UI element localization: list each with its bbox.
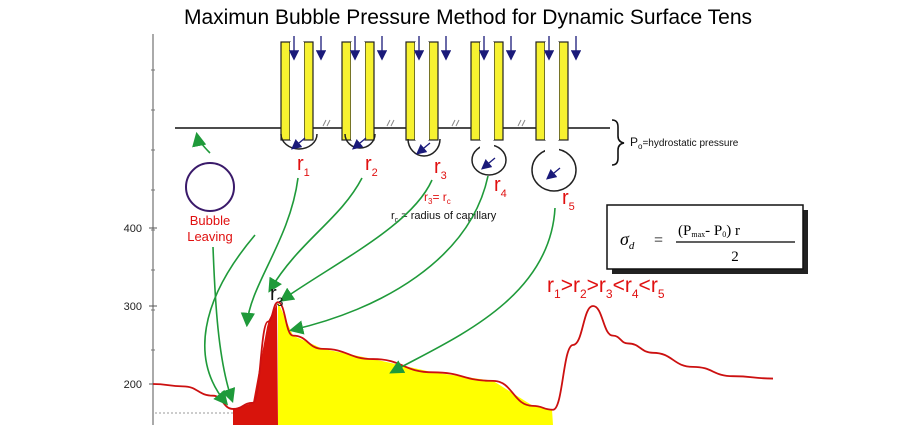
bubble-meniscus — [407, 138, 441, 157]
label-r4-sub: 4 — [501, 188, 507, 200]
rc-definition: rc = radius of capillary — [391, 210, 497, 224]
capillary-tube-5 — [531, 36, 582, 192]
bubble-leaving-line1: Bubble — [190, 213, 230, 228]
radius-arrow — [481, 157, 496, 170]
capillary-tube-4 — [470, 36, 517, 176]
formula-equals: = — [654, 232, 663, 249]
capillary-tube-1 — [280, 36, 327, 150]
green-pointer-arrows — [204, 175, 556, 406]
y-axis: 200 300 400 — [124, 34, 157, 425]
capillary-tube-2 — [341, 36, 388, 150]
radius-arrow — [291, 137, 306, 150]
formula-numerator: (Pmax- P0) r — [678, 223, 740, 239]
bubble — [531, 148, 577, 192]
radius-labels: r1 r2 r3 r4 r5 — [297, 153, 575, 213]
radius-relation: r1>r2>r3<r4<r5 — [547, 274, 665, 301]
pressure-rise-area — [233, 304, 278, 425]
bubble — [471, 144, 507, 176]
bubble-rise-arrow — [192, 131, 211, 154]
svg-text:r5: r5 — [562, 187, 575, 213]
arrow-r4 — [288, 175, 489, 335]
label-r3-sub: 3 — [441, 170, 447, 182]
label-r3: r — [434, 156, 441, 178]
label-r2: r — [365, 153, 372, 175]
svg-text:r2: r2 — [365, 153, 378, 179]
arrow-bubble-leaving — [212, 246, 236, 404]
formula-box: σd = (Pmax- P0) r 2 — [606, 204, 808, 274]
label-r2-sub: 2 — [372, 167, 378, 179]
p0-label: Po=hydrostatic pressure — [630, 135, 739, 151]
r3-equals-rc: r3= rc — [424, 190, 451, 206]
label-r1-sub: 1 — [304, 167, 310, 179]
label-r5: r — [562, 187, 569, 209]
pressure-curve-line — [152, 301, 774, 411]
arrow-r3 — [279, 179, 433, 302]
label-r1: r — [297, 153, 304, 175]
formula-sigma: σ — [620, 229, 630, 249]
peak-label: r3 — [270, 283, 284, 309]
radius-arrow — [546, 167, 561, 180]
formula-sigma-sub: d — [629, 240, 635, 252]
arrow-r2 — [268, 177, 363, 293]
radius-arrow — [416, 142, 431, 155]
pressure-curve-chart — [152, 301, 774, 425]
formula-denominator: 2 — [731, 249, 739, 265]
p0-brace — [611, 119, 625, 166]
arrow-min-pressure — [204, 234, 256, 406]
arrow-r5 — [389, 207, 556, 374]
label-r5-sub: 5 — [569, 201, 575, 213]
bubble-leaving-line2: Leaving — [187, 229, 233, 244]
arrow-r1 — [240, 177, 299, 328]
svg-text:σd: σd — [620, 229, 635, 252]
capillary-tubes — [280, 36, 582, 192]
y-tick-label: 200 — [124, 379, 142, 391]
label-r4: r — [494, 174, 501, 196]
surface-break-marks — [322, 119, 526, 127]
svg-text:r4: r4 — [494, 174, 507, 200]
pressure-relax-area — [278, 302, 553, 425]
svg-text:r1: r1 — [297, 153, 310, 179]
leaving-bubble — [185, 162, 235, 212]
radius-arrow — [352, 137, 367, 150]
y-tick-label: 400 — [124, 223, 142, 235]
svg-text:r3: r3 — [434, 156, 447, 182]
y-tick-label: 300 — [124, 301, 142, 313]
diagram-title: Maximun Bubble Pressure Method for Dynam… — [184, 6, 752, 29]
capillary-tube-3 — [405, 36, 452, 157]
